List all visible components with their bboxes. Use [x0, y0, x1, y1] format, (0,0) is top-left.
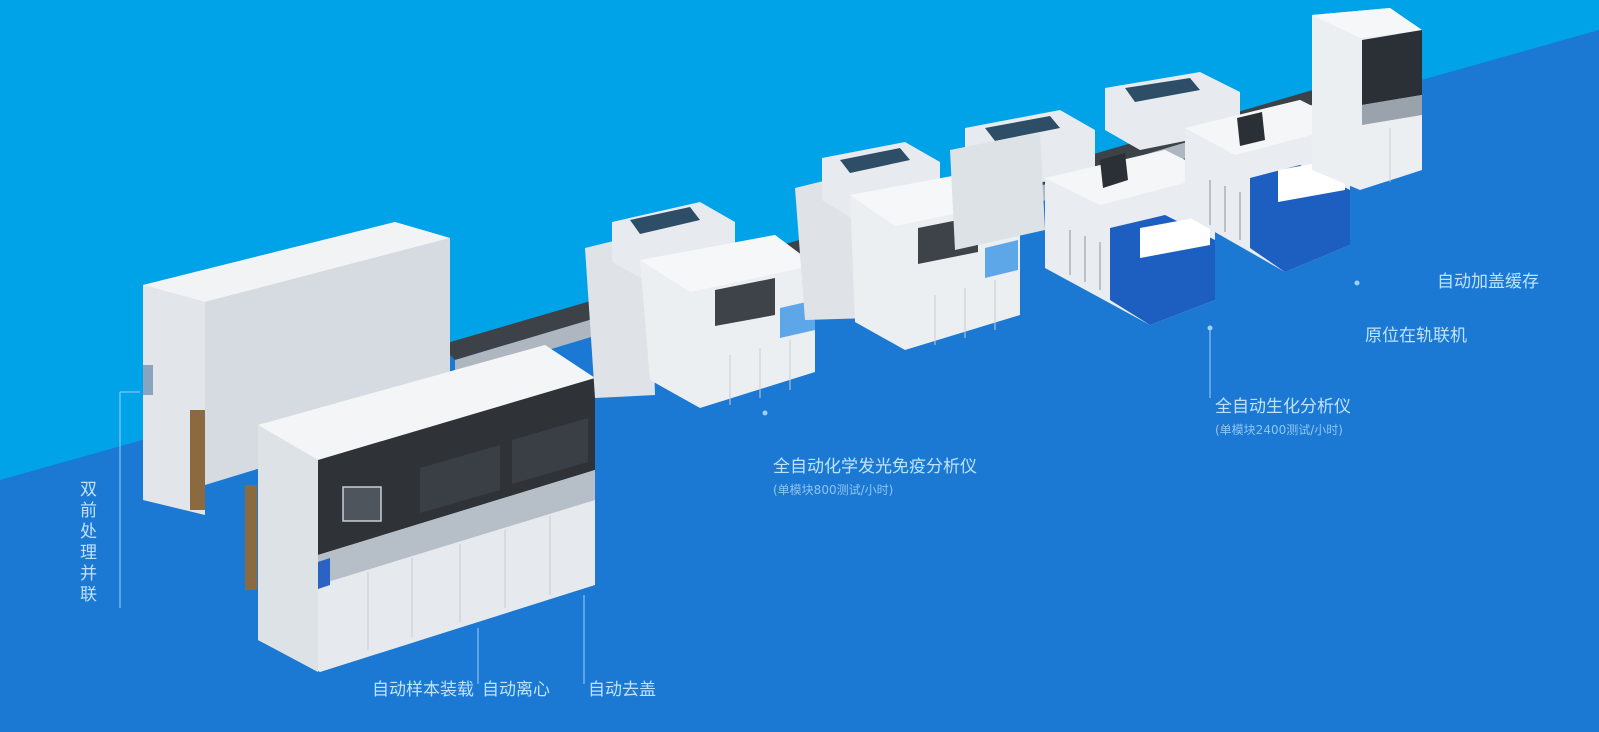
- label-auto-decap: 自动去盖: [588, 680, 656, 700]
- biochem-analyzer-1: [1045, 150, 1215, 325]
- label-biochem-throughput: (单模块2400测试/小时): [1215, 423, 1343, 437]
- preprocess-unit-front: [245, 345, 595, 672]
- label-immuno-analyzer: 全自动化学发光免疫分析仪: [773, 457, 977, 477]
- analyzer-module-back-1: [950, 110, 1095, 250]
- label-recap-storage: 自动加盖缓存: [1437, 272, 1539, 292]
- label-dual-preprocess: 双前处理并联: [80, 480, 97, 605]
- label-inline-centrifuge: 原位在轨联机: [1365, 326, 1467, 346]
- label-biochem-analyzer: 全自动生化分析仪: [1215, 397, 1351, 417]
- label-auto-loading: 自动样本装载: [372, 680, 474, 700]
- biochem-analyzer-2: [1185, 100, 1350, 272]
- label-immuno-throughput: (单模块800测试/小时): [773, 483, 894, 497]
- leader-lines: [119, 280, 1360, 684]
- label-auto-centrifuge: 自动离心: [482, 680, 550, 700]
- recap-storage-module: [1312, 8, 1422, 190]
